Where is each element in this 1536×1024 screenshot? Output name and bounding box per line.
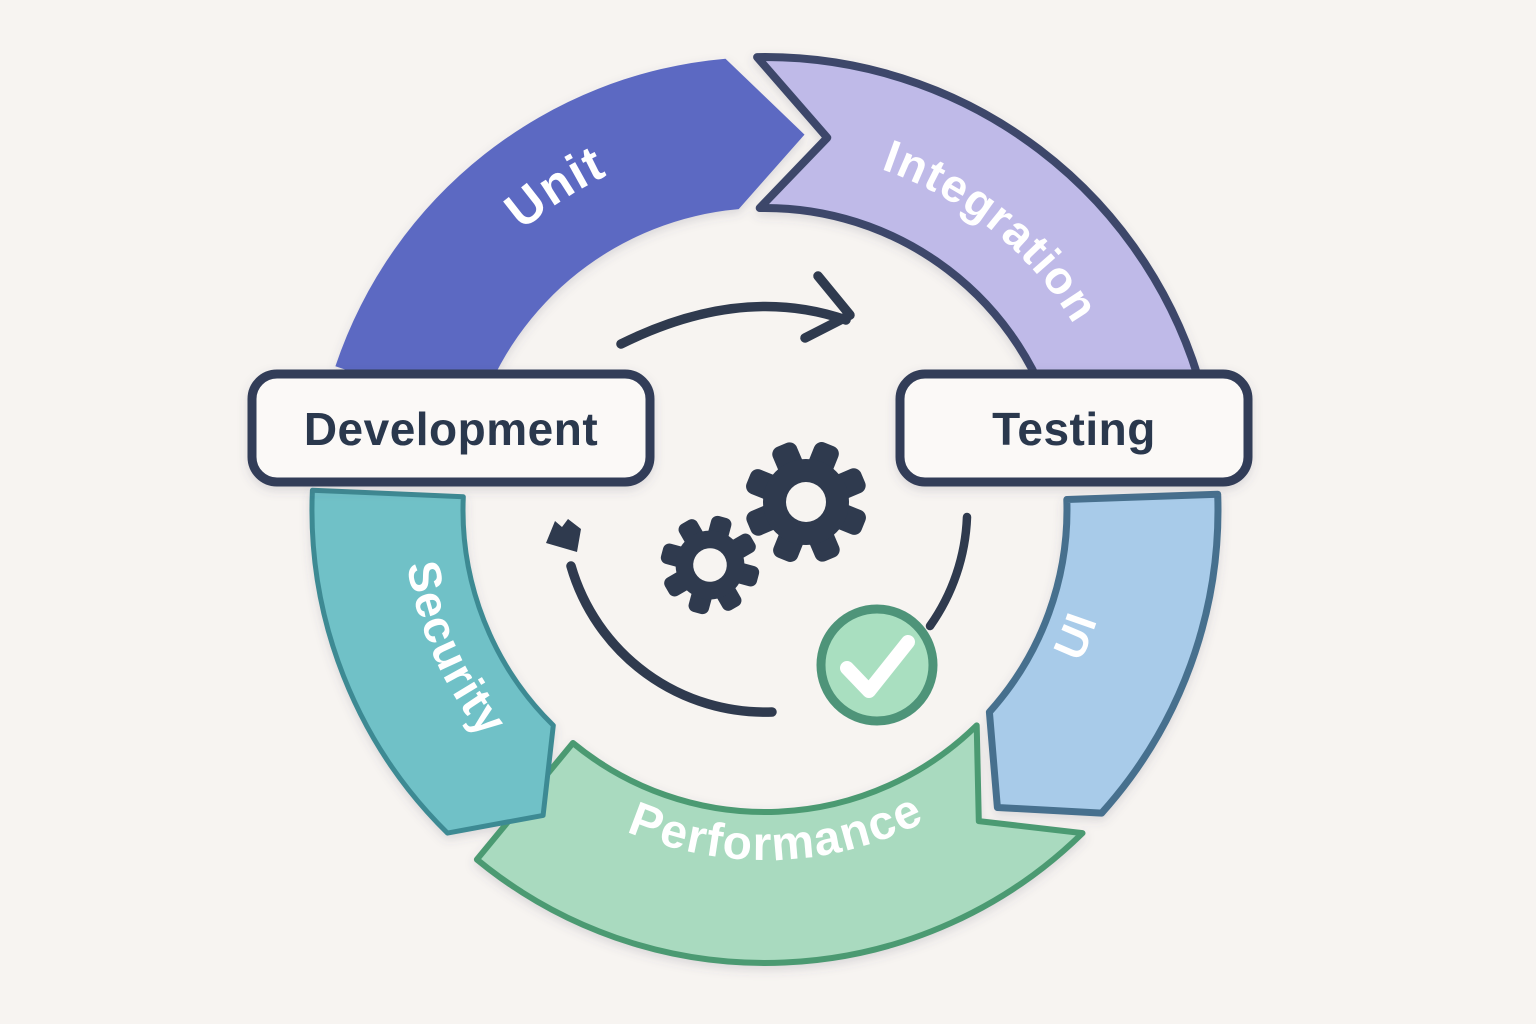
check-circle-icon <box>816 604 938 726</box>
arc-right-connector <box>925 512 972 631</box>
testing-box-label: Testing <box>992 403 1156 455</box>
cycle-ring <box>309 53 1222 966</box>
arrow-clockwise-top-icon <box>616 271 855 349</box>
development-box-label: Development <box>304 403 598 455</box>
segment-unit <box>335 58 805 415</box>
segment-ui <box>985 490 1222 817</box>
segment-performance <box>473 722 1086 966</box>
testing-box: Testing <box>895 369 1253 487</box>
segment-security <box>309 487 556 836</box>
phase-boxes: Development Testing <box>247 369 1253 487</box>
gear-icon <box>746 442 866 562</box>
arrow-curved-bottom-icon <box>546 519 777 717</box>
gear-icon-small <box>660 515 760 615</box>
center-annotations <box>546 271 972 726</box>
development-box: Development <box>247 369 655 487</box>
